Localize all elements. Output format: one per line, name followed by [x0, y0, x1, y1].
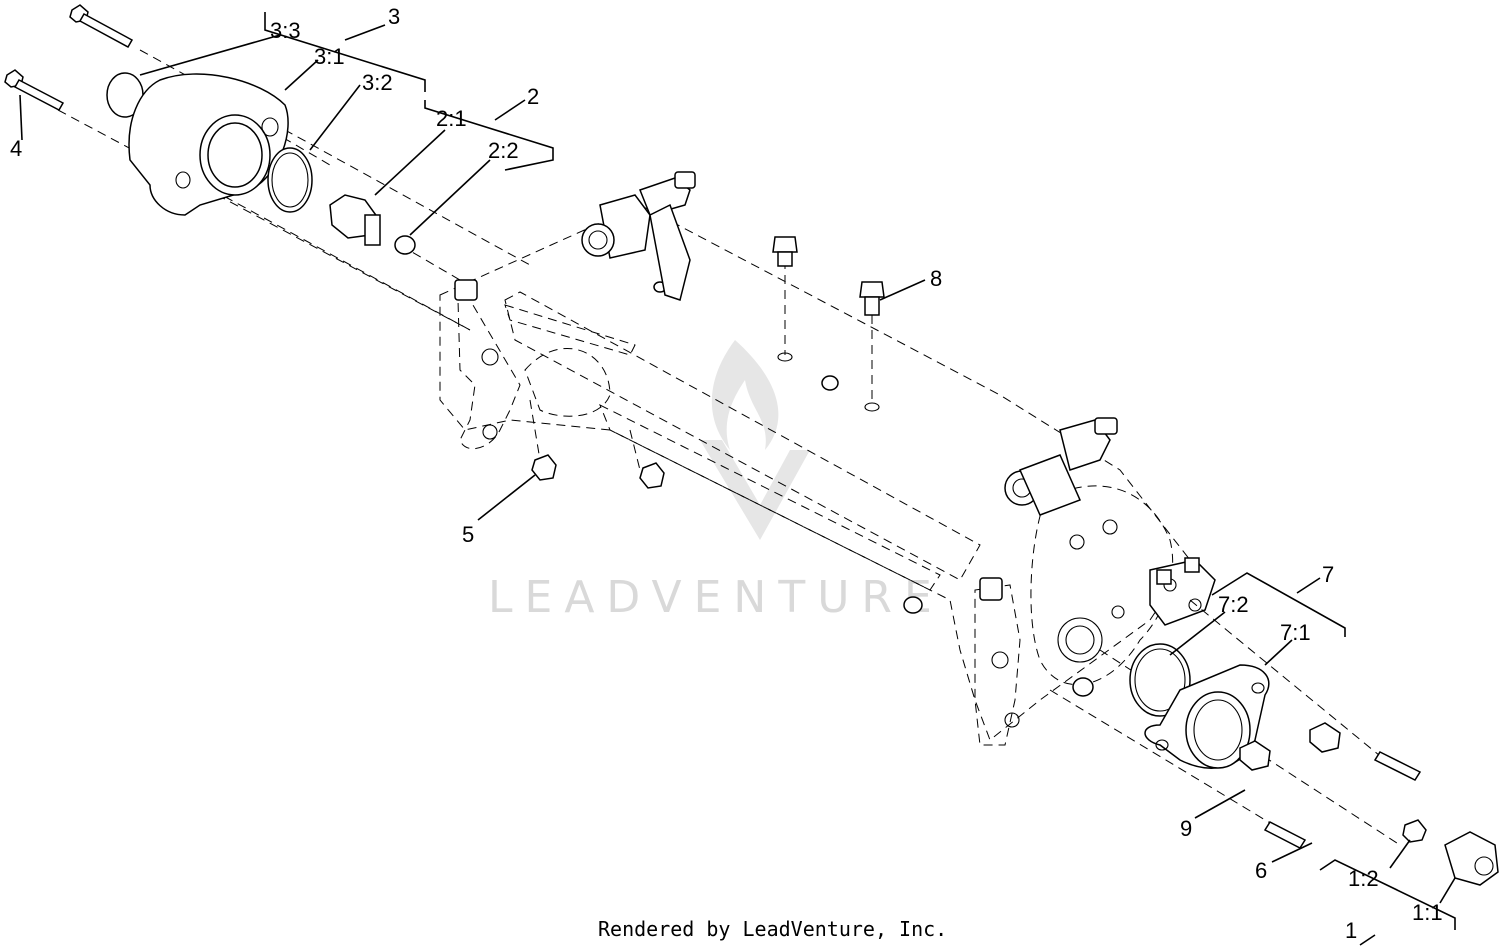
- fitting-2: [329, 194, 416, 255]
- nuts-5: [531, 454, 665, 489]
- callout-7: 7: [1322, 562, 1334, 587]
- watermark: LEADVENTURE: [488, 340, 944, 623]
- callout-3-1: 3:1: [314, 44, 345, 69]
- callout-1-1: 1:1: [1412, 900, 1443, 925]
- callout-1: 1: [1345, 918, 1357, 943]
- main-housing: [439, 171, 1216, 746]
- callout-7-2: 7:2: [1218, 592, 1249, 617]
- alignment-lines: [57, 49, 1401, 846]
- callout-3-3: 3:3: [270, 18, 301, 43]
- watermark-text: LEADVENTURE: [488, 572, 944, 623]
- cover-assembly-3: [106, 72, 313, 216]
- cover-assembly-7: [1129, 643, 1270, 769]
- callout-6: 6: [1255, 858, 1267, 883]
- bolts-8: [772, 236, 885, 412]
- callout-5: 5: [462, 522, 474, 547]
- callout-leaders: [19, 12, 1456, 946]
- hardware-right: [1239, 722, 1499, 886]
- callout-2: 2: [527, 84, 539, 109]
- callout-9: 9: [1180, 816, 1192, 841]
- callout-3-2: 3:2: [362, 70, 393, 95]
- bolt-4: [4, 4, 134, 111]
- callout-1-2: 1:2: [1348, 866, 1379, 891]
- callout-8: 8: [930, 266, 942, 291]
- callout-3: 3: [388, 4, 400, 29]
- callout-7-1: 7:1: [1280, 620, 1311, 645]
- callout-labels: 3 3:3 3:1 3:2 2 2:1 2:2 4 8 5 7 7:2 7:1 …: [10, 4, 1443, 943]
- callout-4: 4: [10, 136, 22, 161]
- callout-2-2: 2:2: [488, 138, 519, 163]
- footer-credit: Rendered by LeadVenture, Inc.: [598, 917, 947, 941]
- callout-2-1: 2:1: [436, 106, 467, 131]
